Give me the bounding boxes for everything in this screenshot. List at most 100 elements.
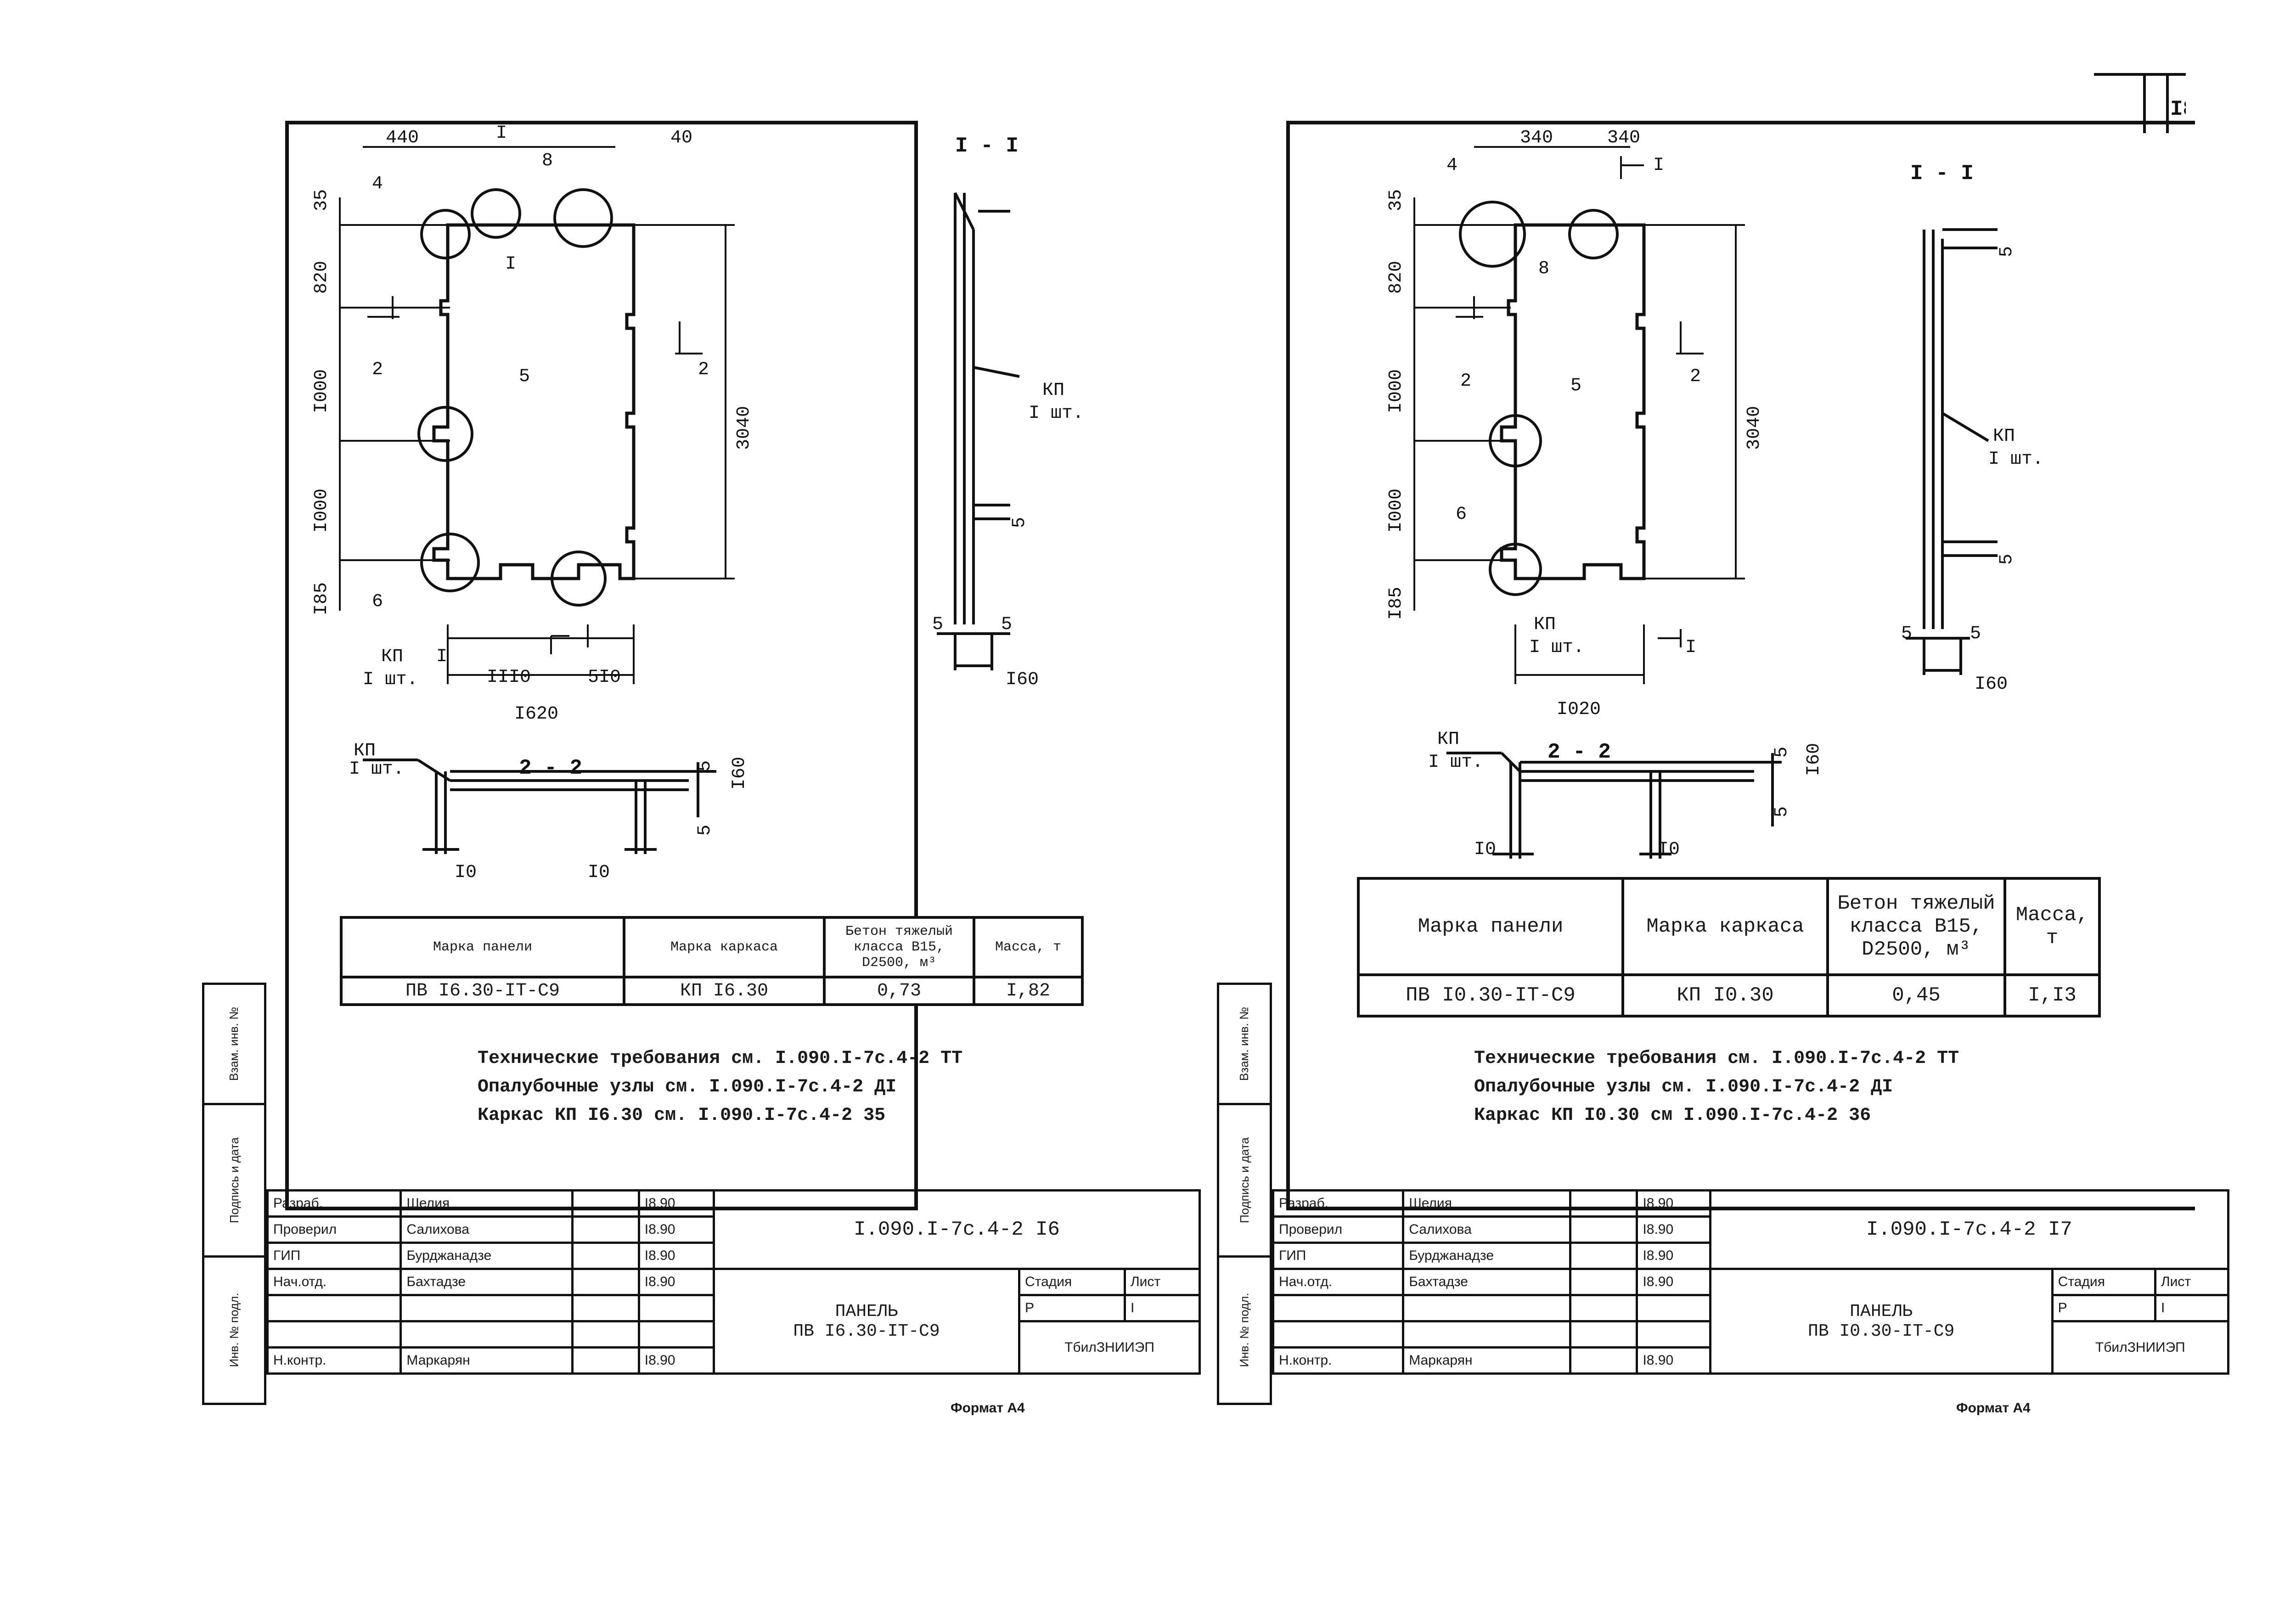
side-label-2-b: Подпись и дата (1237, 1137, 1251, 1223)
sign-4-b (1569, 1268, 1638, 1296)
td-panel-mark: ПВ I6.30-IТ-С9 (340, 976, 625, 1006)
kp-qty-elev-b: I шт. (1529, 637, 1584, 658)
name-1-b: Шелия (1402, 1189, 1572, 1218)
role-7-b: Н.контр. (1272, 1346, 1405, 1375)
name-7: Маркарян (400, 1346, 574, 1375)
note-formwork: Опалубочные узлы см. I.090.I-7с.4-2 ДI (478, 1077, 897, 1097)
drawing-code-b: I.090.I-7с.4-2 I7 (1709, 1189, 2230, 1270)
th-mass: Масса, т (973, 916, 1084, 978)
td-concrete-b: 0,45 (1826, 973, 2006, 1017)
th-frame-mark: Марка каркаса (623, 916, 826, 978)
role-4: Нач.отд. (266, 1268, 402, 1296)
td-frame-mark: КП I6.30 (623, 976, 826, 1006)
dim-5c: 5 (1009, 517, 1030, 528)
drawing-code: I.090.I-7с.4-2 I6 (713, 1189, 1201, 1270)
dim-340b: 340 (1607, 128, 1640, 148)
name-4: Бахтадзе (400, 1268, 574, 1296)
dim-5b-b: 5 (1970, 624, 1981, 644)
date-2-b: I8.90 (1636, 1215, 1711, 1244)
section-1-1-b (1906, 228, 1998, 675)
dim-40: 40 (670, 128, 692, 148)
title-cell: ПАНЕЛЬ ПВ I6.30-IТ-С9 (713, 1268, 1021, 1375)
sheet-2-format: Формат А4 (1956, 1400, 2031, 1416)
sheet-2-spec-table: Марка панели Марка каркаса Бетон тяжелый… (1357, 877, 2101, 1017)
date-1: I8.90 (637, 1189, 715, 1218)
callout-2b: 2 (698, 360, 709, 380)
sec-10a: I0 (455, 862, 477, 883)
kp-qty-sec2: I шт. (349, 759, 404, 780)
sheet-header: Лист (1123, 1268, 1201, 1296)
callout-4-b: 4 (1446, 155, 1458, 176)
name-3-b: Бурджанадзе (1402, 1242, 1572, 1270)
note-frame: Каркас КП I6.30 см. I.090.I-7с.4-2 35 (478, 1105, 886, 1126)
sheet-1-drawing: I - I 2 - 2 440 I 40 35 820 I000 I000 I8… (285, 121, 1084, 1210)
td-panel-mark-b: ПВ I0.30-IТ-С9 (1357, 973, 1624, 1017)
date-2: I8.90 (637, 1215, 715, 1244)
sign-7-b (1569, 1346, 1638, 1375)
dim-1020: I020 (1557, 699, 1601, 720)
dim-160: I60 (1006, 669, 1039, 690)
th-concrete: Бетон тяжелый класса В15, D2500, м³ (823, 916, 975, 978)
sheet-2-side-stamp: Взам. инв. № Подпись и дата Инв. № подл. (1217, 983, 1272, 1405)
name-1: Шелия (400, 1189, 574, 1218)
callout-8: 8 (542, 151, 553, 171)
td-frame-mark-b: КП I0.30 (1621, 973, 1829, 1017)
dim-340a: 340 (1520, 128, 1553, 148)
dim-5b: 5 (1001, 614, 1012, 635)
stage-header: Стадия (1018, 1268, 1126, 1296)
sheet-1-spec-table: Марка панели Марка каркаса Бетон тяжелый… (340, 916, 1084, 1006)
kp-label-elev-b: КП (1534, 614, 1556, 635)
sign-1 (571, 1189, 640, 1218)
sheet-1-notes: Технические требования см. I.090.I-7с.4-… (478, 1045, 962, 1130)
kp-label-sec2-b: КП (1437, 729, 1459, 750)
section-1-1 (937, 192, 1020, 670)
sheet-header-b: Лист (2154, 1268, 2230, 1296)
title-line1: ПАНЕЛЬ (835, 1301, 898, 1321)
dim-185-b: I85 (1386, 587, 1407, 620)
kp-qty-elev: I шт. (363, 669, 418, 690)
sheet-1: I - I 2 - 2 440 I 40 35 820 I000 I000 I8… (202, 119, 1201, 1416)
kp-label-section: КП (1042, 380, 1064, 401)
name-3: Бурджанадзе (400, 1242, 574, 1270)
sheet-2-notes: Технические требования см. I.090.I-7с.4-… (1474, 1045, 1959, 1130)
sheet-2-drawing: I - I 2 - 2 340 340 I 35 820 I000 I000 I… (1286, 121, 2195, 1210)
td-mass: I,82 (973, 976, 1084, 1006)
sign-4 (571, 1268, 640, 1296)
dim-160-b: I60 (1975, 674, 2008, 695)
title-line2-b: ПВ I0.30-IТ-С9 (1808, 1321, 1955, 1341)
sheet-1-section2-title: 2 - 2 (519, 756, 582, 780)
title-line2: ПВ I6.30-IТ-С9 (793, 1321, 940, 1341)
callout-2a-b: 2 (1460, 371, 1471, 392)
sec-5a: 5 (695, 760, 715, 771)
name-2-b: Салихова (1402, 1215, 1572, 1244)
side-label-2: Подпись и дата (227, 1137, 241, 1223)
sign-3 (571, 1242, 640, 1270)
sheet-2-section-title: I - I (1910, 162, 1974, 185)
role-4-b: Нач.отд. (1272, 1268, 1405, 1296)
title-line1-b: ПАНЕЛЬ (1850, 1301, 1913, 1321)
sec-10b: I0 (588, 862, 610, 883)
panel-2-elevation (1500, 223, 1646, 580)
dim-820-b: 820 (1386, 261, 1407, 294)
sign-7 (571, 1346, 640, 1375)
stage-header-b: Стадия (2051, 1268, 2156, 1296)
dim-5a-b: 5 (1901, 624, 1912, 644)
role-3-b: ГИП (1272, 1242, 1405, 1270)
name-2: Салихова (400, 1215, 574, 1244)
dim-I-b: I (1653, 155, 1664, 176)
note-formwork-b: Опалубочные узлы см. I.090.I-7с.4-2 ДI (1474, 1077, 1893, 1097)
dim-1110: III0 (487, 667, 531, 688)
sec-160-b: I60 (1804, 743, 1824, 776)
callout-2b-b: 2 (1690, 366, 1701, 387)
sheets-total: I (1123, 1294, 1201, 1322)
kp-qty-section: I шт. (1029, 403, 1084, 424)
date-7-b: I8.90 (1636, 1346, 1711, 1375)
th-concrete-b: Бетон тяжелый класса В15, D2500, м³ (1826, 877, 2006, 976)
dim-35: 35 (311, 189, 332, 211)
th-mass-b: Масса, т (2003, 877, 2101, 976)
section-2-2-1 (363, 759, 716, 854)
dim-1620: I620 (514, 704, 558, 725)
kp-label-sec2: КП (354, 741, 376, 761)
dim-3040-b: 3040 (1744, 406, 1765, 450)
callout-I: I (505, 254, 516, 275)
